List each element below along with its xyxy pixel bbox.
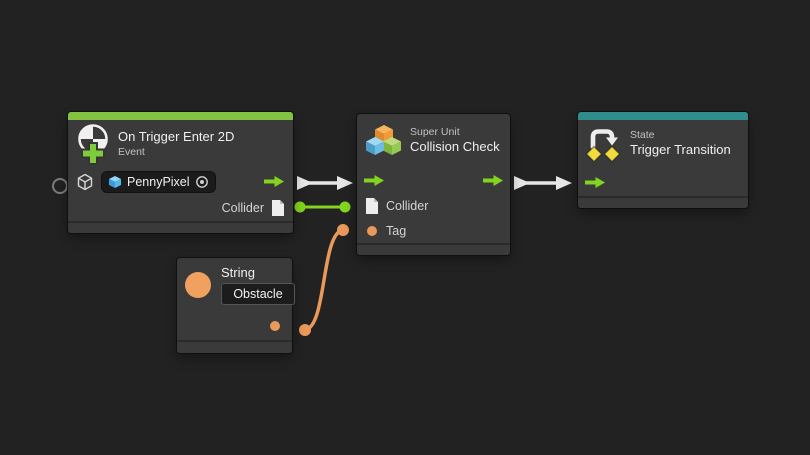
- node-separator: [357, 243, 510, 245]
- control-input-port[interactable]: [584, 176, 606, 189]
- super-unit-blocks-icon: [365, 124, 402, 158]
- prefab-cube-icon: [108, 175, 122, 189]
- collider-file-icon: [271, 199, 285, 217]
- target-object-name: PennyPixel: [127, 174, 190, 189]
- gameobject-input-port[interactable]: [52, 178, 68, 194]
- node-trigger-transition[interactable]: State Trigger Transition: [578, 112, 748, 208]
- node-subtitle: Event: [118, 145, 145, 158]
- node-subtitle: Super Unit: [410, 126, 460, 139]
- state-transition-icon: [584, 125, 622, 163]
- collider-input-label: Collider: [386, 198, 429, 213]
- node-title: Trigger Transition: [630, 142, 731, 158]
- node-footer: [68, 223, 293, 233]
- string-type-icon: [185, 272, 211, 298]
- value-connection-collider[interactable]: [294, 201, 351, 213]
- control-connection-trigger-to-collision[interactable]: [297, 176, 353, 190]
- node-string-literal[interactable]: String Obstacle: [177, 258, 295, 353]
- node-footer: [578, 198, 748, 208]
- node-title: String: [221, 264, 255, 280]
- control-output-port[interactable]: [482, 174, 504, 187]
- string-value-field[interactable]: Obstacle: [221, 283, 295, 306]
- node-on-trigger-enter-2d[interactable]: On Trigger Enter 2D Event P: [68, 112, 293, 233]
- collider-output-label: Collider: [221, 201, 264, 215]
- event-color-bar: [68, 112, 293, 120]
- node-separator: [68, 221, 293, 223]
- target-object-field[interactable]: PennyPixel: [101, 170, 216, 193]
- value-connection-tag[interactable]: [299, 224, 349, 336]
- tag-input-port[interactable]: [367, 225, 377, 236]
- node-subtitle: State: [630, 129, 655, 142]
- control-input-port[interactable]: [363, 174, 385, 187]
- node-separator: [177, 340, 292, 342]
- node-footer: [177, 342, 292, 353]
- control-output-port[interactable]: [263, 175, 285, 188]
- node-collision-check[interactable]: Super Unit Collision Check Collider: [357, 114, 510, 255]
- control-connection-collision-to-state[interactable]: [514, 176, 572, 190]
- string-output-port[interactable]: [270, 321, 280, 331]
- tag-input-label: Tag: [386, 223, 407, 238]
- node-title: Collision Check: [410, 139, 500, 155]
- gameobject-cube-icon: [76, 173, 94, 191]
- state-color-bar: [578, 112, 748, 120]
- event-icon: [76, 122, 110, 166]
- node-title: On Trigger Enter 2D: [118, 129, 235, 145]
- collider-file-icon: [365, 197, 379, 215]
- object-picker-icon[interactable]: [195, 175, 209, 189]
- node-separator: [578, 196, 748, 198]
- node-footer: [357, 245, 510, 255]
